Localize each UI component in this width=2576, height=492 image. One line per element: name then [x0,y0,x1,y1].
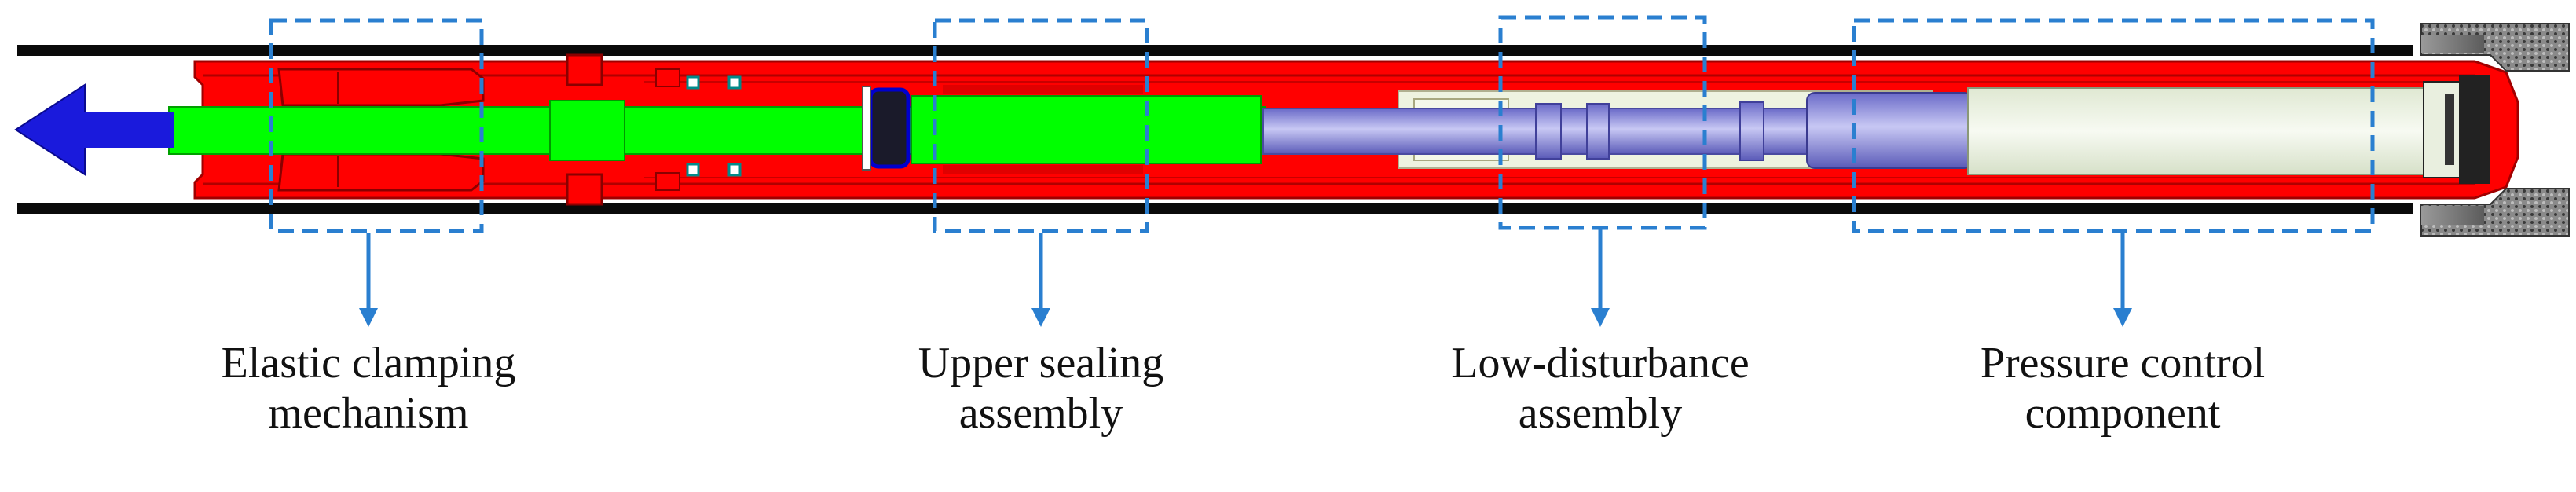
tube-end-cap [2423,81,2465,178]
inner-sleeve [943,85,1143,94]
tube-end-dark [2459,75,2490,184]
seal [686,163,700,177]
tube-end-detail [2445,94,2454,165]
label-line: Pressure control [1980,339,2266,387]
callout-box-low [1498,15,1707,230]
label-upper-sealing: Upper sealing assembly [845,338,1237,439]
collar-ring [655,172,680,191]
leader-arrow [1591,229,1610,327]
label-elastic-clamping: Elastic clamping mechanism [172,338,565,439]
lower-rail [17,203,2413,214]
collar-ring [566,173,603,206]
label-line: mechanism [268,389,469,438]
pressure-tube [1967,87,2424,175]
callout-box-pressure [1852,18,2375,233]
leader-arrow [359,233,378,327]
piston-ring [1586,103,1610,160]
core-rod-neck [549,100,625,161]
inner-sleeve [943,165,1143,174]
sealing-ring-gap [862,86,871,171]
bit-shank [2421,206,2484,225]
piston-ring [1535,103,1562,160]
piston-head [1806,92,1973,169]
label-line: assembly [1518,389,1683,438]
leader-arrow [2113,233,2132,327]
seal [686,75,700,90]
label-line: Low-disturbance [1451,339,1750,387]
seal [727,75,742,90]
core-rod-collar [911,95,1262,164]
upper-rail [17,45,2413,56]
label-line: assembly [958,389,1123,438]
sealing-ring [868,87,911,169]
label-low-disturbance: Low-disturbance assembly [1404,338,1797,439]
callout-box-elastic [269,18,484,233]
collar-ring [566,53,603,86]
leader-arrow [1031,233,1050,327]
label-line: Upper sealing [918,339,1164,387]
lower-clamp-jaw [277,152,485,192]
collar-ring [655,68,680,87]
label-line: component [2025,389,2221,438]
upper-clamp-jaw [277,68,485,107]
seal [727,163,742,177]
piston-ring [1739,101,1764,161]
bit-shank [2421,35,2484,53]
direction-arrow-icon [14,83,86,176]
callout-box-upper [933,18,1149,233]
arrow-shaft [82,112,174,148]
label-pressure-control: Pressure control component [1926,338,2319,439]
label-line: Elastic clamping [221,339,516,387]
